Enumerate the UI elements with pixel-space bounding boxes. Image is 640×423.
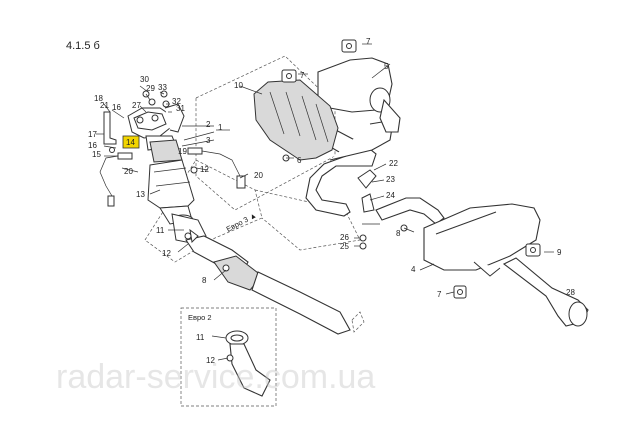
callout-28: 28 <box>566 288 575 297</box>
euro2-flange-detail <box>225 330 271 397</box>
callout-7-bottom: 7 <box>437 290 442 299</box>
callout-24: 24 <box>386 191 395 200</box>
callout-30: 30 <box>140 75 149 84</box>
callout-31: 31 <box>176 104 185 113</box>
callout-7-top: 7 <box>366 37 371 46</box>
callout-32: 32 <box>172 97 181 106</box>
callout-22: 22 <box>389 159 398 168</box>
callout-20-left: 20 <box>124 167 133 176</box>
callout-6: 6 <box>297 156 302 165</box>
watermark: radar-service.com.ua <box>56 358 375 396</box>
bracket-22 <box>357 169 377 189</box>
front-pipe <box>171 213 365 335</box>
rear-muffler-4 <box>423 203 541 277</box>
rubber-hanger-7-top <box>341 39 357 53</box>
callout-labels: 1 2 3 4 5 6 7 7 7 8 8 9 10 11 11 12 12 1… <box>88 37 575 365</box>
callout-16-left: 16 <box>88 141 97 150</box>
callout-33: 33 <box>158 83 167 92</box>
callout-12-euro2: 12 <box>206 356 215 365</box>
hanger-24 <box>361 193 375 213</box>
tailpipe-28 <box>502 257 589 327</box>
euro2-variant-label: Евро 2 <box>188 313 212 322</box>
callout-5: 5 <box>384 62 389 71</box>
callout-8-rear: 8 <box>396 229 401 238</box>
front-muffler-5 <box>317 57 401 133</box>
callout-2: 2 <box>206 120 211 129</box>
rear-pipe <box>375 197 445 225</box>
callout-15: 15 <box>92 150 101 159</box>
callout-12-front: 12 <box>162 249 171 258</box>
leader-lines <box>96 43 554 361</box>
callout-8-front: 8 <box>202 276 207 285</box>
rubber-hanger-7-mid <box>281 69 297 83</box>
oxygen-sensor-rear <box>187 147 246 189</box>
rubber-hanger-9 <box>525 243 541 257</box>
callout-11-euro2: 11 <box>196 333 205 342</box>
callout-14: 14 <box>126 138 135 147</box>
callout-27: 27 <box>132 101 141 110</box>
oxygen-sensor-front <box>99 152 133 207</box>
callout-12-cat: 12 <box>200 165 209 174</box>
catalytic-converter <box>147 159 195 226</box>
bracket-17 <box>103 111 117 145</box>
euro3-variant-label: Евро 3 ▲ <box>225 210 258 233</box>
callout-11: 11 <box>156 226 165 235</box>
callout-19: 19 <box>178 147 187 156</box>
callout-23: 23 <box>386 175 395 184</box>
callout-7-mid: 7 <box>300 71 305 80</box>
callout-26: 26 <box>340 233 349 242</box>
section-title: 4.1.5 б <box>66 40 100 52</box>
callout-17: 17 <box>88 130 97 139</box>
highlighted-callout-box <box>122 135 140 149</box>
clamp-26-25 <box>359 234 367 250</box>
callout-1: 1 <box>218 123 223 132</box>
callout-10: 10 <box>234 81 243 90</box>
callout-25: 25 <box>340 242 349 251</box>
callout-20-right: 20 <box>254 171 263 180</box>
callout-9: 9 <box>557 248 562 257</box>
heat-shield-manifold <box>164 103 185 133</box>
rubber-hanger-7-bottom <box>453 285 467 299</box>
callout-13: 13 <box>136 190 145 199</box>
callout-16-top: 16 <box>112 103 121 112</box>
callout-18: 18 <box>94 94 103 103</box>
intermediate-pipe <box>305 119 393 217</box>
callout-21: 21 <box>100 101 109 110</box>
callout-3: 3 <box>206 136 211 145</box>
callout-4: 4 <box>411 265 416 274</box>
exhaust-manifold <box>127 107 183 163</box>
callout-29: 29 <box>146 84 155 93</box>
